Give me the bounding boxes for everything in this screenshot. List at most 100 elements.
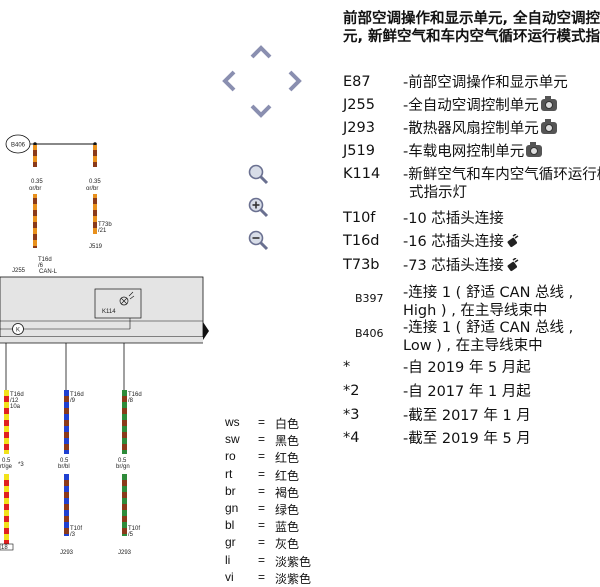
chevron-down-icon[interactable] xyxy=(248,98,274,124)
color-code: ws xyxy=(225,415,240,429)
color-row: gn=绿色 xyxy=(225,501,335,518)
zoom-in-icon[interactable] xyxy=(247,196,269,218)
wire-size-5: 0.5 xyxy=(118,458,127,464)
legend-code: T73b xyxy=(343,257,380,273)
camera-icon[interactable] xyxy=(526,142,543,157)
legend-code: * xyxy=(343,359,351,375)
wire-orbr-2 xyxy=(93,145,97,167)
legend-code: T10f xyxy=(343,210,376,226)
color-name: 灰色 xyxy=(275,537,300,552)
pin-t16d-12-num: /12 xyxy=(10,398,19,404)
color-eq: = xyxy=(258,449,266,464)
color-code: vi xyxy=(225,569,234,584)
wire-color-4: br/bl xyxy=(58,464,70,470)
j519-label: J519 xyxy=(89,244,103,250)
k114-label: K114 xyxy=(102,309,116,315)
pin-t10f-5: T10f xyxy=(128,526,140,532)
panel-title: 前部空调操作和显示单元, 全自动空调控制单元, 新鲜空气和车内空气循环运行模式指… xyxy=(343,11,600,45)
color-eq: = xyxy=(258,535,266,550)
j255-can: CAN-L xyxy=(39,269,58,275)
color-row: vi=淡紫色 xyxy=(225,570,335,587)
magnifier-icon[interactable] xyxy=(247,163,269,185)
legend-text-line2: 式指示灯 xyxy=(409,185,467,201)
legend-text: 散热器风扇控制单元 xyxy=(403,119,600,138)
legend-code: *2 xyxy=(343,383,360,399)
j-marker-label: K xyxy=(16,328,20,334)
wire-color-2: or/br xyxy=(86,186,98,192)
wire-size-3: 0.5 xyxy=(2,458,11,464)
camera-icon[interactable] xyxy=(540,119,557,134)
color-code: sw xyxy=(225,432,240,447)
legend-text: 自 2019 年 5 月起 xyxy=(403,359,600,377)
legend-text-line: 自 2017 年 1 月起 xyxy=(408,384,531,400)
legend-text-line2: High ) , 在主导线束中 xyxy=(403,303,548,319)
legend-text-line: 散热器风扇控制单元 xyxy=(408,121,539,137)
color-code: li xyxy=(225,552,231,567)
legend-text: 连接 1 ( 舒适 CAN 总线 ,High ) , 在主导线束中 xyxy=(403,284,600,320)
lamp-icon xyxy=(119,291,135,306)
control-unit-panel: K114 K xyxy=(0,276,204,344)
color-code: bl xyxy=(225,518,235,533)
wire-color-3: rt/ge xyxy=(0,464,13,470)
legend-code: E87 xyxy=(343,74,371,90)
j255-pin-num: /6 xyxy=(38,263,44,269)
pin-t10f-5-num: /5 xyxy=(128,532,134,538)
color-name: 黑色 xyxy=(275,434,300,449)
wire-color-1: or/br xyxy=(29,186,41,192)
pin-t16d-8: T16d xyxy=(128,392,142,398)
legend-code: J255 xyxy=(343,97,375,113)
legend-text-line2: Low ) , 在主导线束中 xyxy=(403,338,543,354)
chevron-up-icon[interactable] xyxy=(248,39,274,65)
color-code: rt xyxy=(225,466,233,481)
legend-code: B406 xyxy=(355,327,384,340)
j255-pin: T16d xyxy=(38,257,52,263)
legend-text: 16 芯插头连接 xyxy=(403,233,600,251)
wire-size-4: 0.5 xyxy=(60,458,69,464)
legend-panel: 前部空调操作和显示单元, 全自动空调控制单元, 新鲜空气和车内空气循环运行模式指… xyxy=(343,10,600,447)
color-name: 蓝色 xyxy=(275,520,300,535)
plug-icon[interactable] xyxy=(505,234,519,248)
wire-brbl xyxy=(64,390,69,454)
wire-color-5: br/gn xyxy=(116,464,130,470)
color-eq: = xyxy=(258,501,266,515)
j519-pin: T73b xyxy=(98,222,112,228)
j293-label-2: J293 xyxy=(118,550,132,556)
color-code: gr xyxy=(225,535,236,550)
legend-text: 车载电网控制单元 xyxy=(403,142,600,161)
j293-label-1: J293 xyxy=(60,550,74,556)
legend-text-line: 连接 1 ( 舒适 CAN 总线 , xyxy=(408,320,574,336)
color-eq: = xyxy=(258,518,266,533)
splice-b406: B406 xyxy=(5,134,97,154)
wire-note-3: *3 xyxy=(18,462,24,468)
pin-t16d-12-sub: 10a xyxy=(10,404,21,410)
pin-t10f-3-num: /3 xyxy=(70,532,76,538)
color-code: ro xyxy=(225,449,236,464)
color-eq: = xyxy=(258,432,266,447)
j255-label: J255 xyxy=(12,268,26,274)
chevron-left-icon[interactable] xyxy=(216,68,242,94)
wiring-diagram: B406 0.35 or/br 0.35 or/br T73b /21 J519… xyxy=(0,134,209,556)
wire-brbl-b xyxy=(64,474,69,536)
chevron-right-icon[interactable] xyxy=(282,68,308,94)
color-eq: = xyxy=(258,569,266,584)
color-row: gr = 灰色 xyxy=(225,535,335,552)
color-code: br xyxy=(225,483,236,498)
wire-brgn-b xyxy=(122,474,127,536)
color-row: li=淡紫色 xyxy=(225,553,335,570)
color-name: 淡紫色 xyxy=(275,554,312,569)
color-row: br=褐色 xyxy=(225,484,335,501)
plug-icon[interactable] xyxy=(505,258,519,272)
legend-text: 全自动空调控制单元 xyxy=(403,96,600,115)
camera-icon[interactable] xyxy=(540,96,557,111)
color-name: 绿色 xyxy=(275,503,300,517)
color-name: 红色 xyxy=(275,451,300,466)
legend-text: 连接 1 ( 舒适 CAN 总线 , Low ) , 在主导线束中 xyxy=(403,319,600,355)
wire-size-1: 0.35 xyxy=(31,179,43,185)
zoom-out-icon[interactable] xyxy=(247,229,269,251)
next-page-arrow-icon[interactable] xyxy=(203,322,209,340)
legend-text: 前部空调操作和显示单元 xyxy=(403,74,600,92)
pin-t16d-9-num: /9 xyxy=(70,398,76,404)
legend-code: *4 xyxy=(343,430,360,446)
b406-label: B406 xyxy=(11,143,26,149)
color-row: ws=白色 xyxy=(225,415,335,432)
